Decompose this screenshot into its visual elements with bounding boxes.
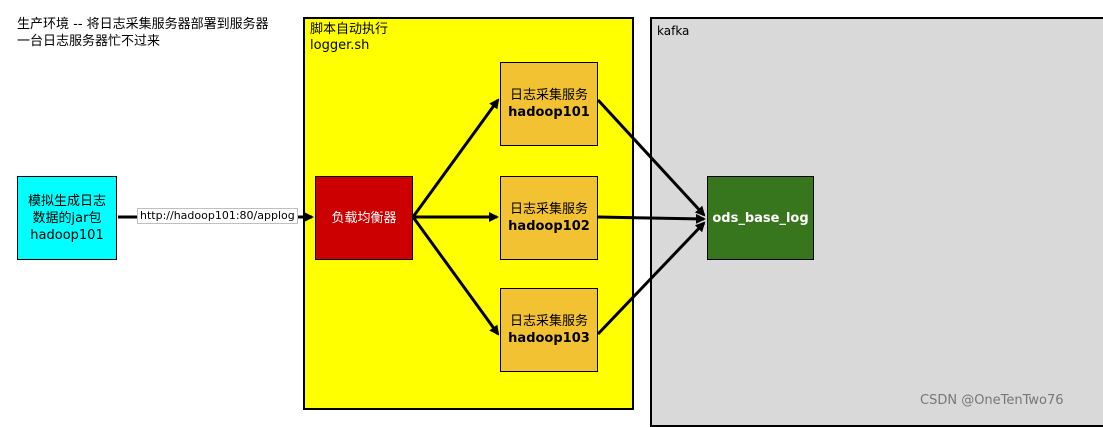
- service-node-3-host: hadoop103: [508, 331, 590, 346]
- service-node-1-name: 日志采集服务: [509, 88, 588, 103]
- source-node-line-1: 模拟生成日志: [27, 193, 106, 209]
- service-node-1-host: hadoop101: [508, 105, 590, 120]
- watermark: CSDN @OneTenTwo76: [920, 393, 1064, 408]
- script-region-title-line-1: 脚本自动执行: [310, 22, 389, 37]
- topic-node: ods_base_log: [707, 176, 814, 260]
- service-node-3: 日志采集服务 hadoop103: [500, 288, 598, 372]
- source-node: 模拟生成日志 数据的jar包 hadoop101: [17, 176, 117, 260]
- script-region-title-line-2: logger.sh: [310, 38, 370, 53]
- service-node-2: 日志采集服务 hadoop102: [500, 176, 598, 260]
- arrow-svc2-to-topic: [597, 213, 706, 224]
- arrow-lb-to-svc3: [411, 216, 500, 336]
- load-balancer-node: 负载均衡器: [315, 176, 413, 260]
- service-node-2-host: hadoop102: [508, 219, 590, 234]
- service-node-3-name: 日志采集服务: [509, 314, 588, 329]
- note-line-1: 生产环境 -- 将日志采集服务器部署到服务器: [17, 17, 269, 32]
- load-balancer-label: 负载均衡器: [331, 210, 397, 226]
- arrow-svc3-to-topic: [596, 221, 706, 336]
- arrow-svc1-to-topic: [596, 98, 706, 217]
- note-line-2: 一台日志服务器忙不过来: [17, 34, 161, 49]
- source-node-line-3: hadoop101: [30, 227, 104, 243]
- note-text: 生产环境 -- 将日志采集服务器部署到服务器 一台日志服务器忙不过来: [17, 16, 269, 50]
- source-node-line-2: 数据的jar包: [32, 210, 102, 226]
- service-node-1: 日志采集服务 hadoop101: [500, 62, 598, 146]
- edge-label-url: http://hadoop101:80/applog: [137, 208, 298, 224]
- topic-node-label: ods_base_log: [712, 210, 809, 226]
- service-node-2-name: 日志采集服务: [509, 202, 588, 217]
- arrow-lb-to-svc1: [411, 98, 500, 218]
- script-region-title: 脚本自动执行 logger.sh: [310, 22, 388, 54]
- kafka-region-title: kafka: [657, 24, 690, 38]
